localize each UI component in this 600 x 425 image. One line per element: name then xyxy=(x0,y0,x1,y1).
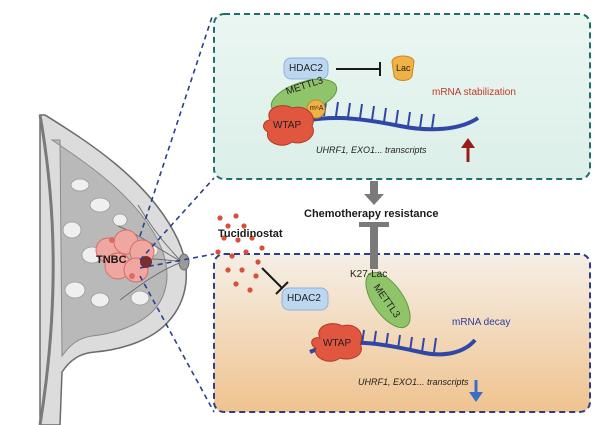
top-wtap-shape xyxy=(263,105,314,146)
chest-wall xyxy=(38,114,55,425)
top-hdac2-shape xyxy=(283,57,329,80)
k27-lac-label: K27-Lac xyxy=(350,269,388,280)
top-m6a-label: m⁶A xyxy=(310,105,324,112)
bottom-wtap-label: WTAP xyxy=(323,338,352,349)
bottom-mettl3-shape xyxy=(365,271,411,329)
down-arrow xyxy=(469,380,483,402)
top-lac-shape xyxy=(391,55,415,81)
tucidinostat-label: Tucidinostat xyxy=(218,228,283,240)
tnbc-label: TNBC xyxy=(96,254,127,266)
tnbc-tumor xyxy=(95,229,155,283)
stimulate-arrow xyxy=(364,181,384,205)
bottom-transcripts-label: UHRF1, EXO1... transcripts xyxy=(358,377,469,387)
top-hdac2-label: HDAC2 xyxy=(289,63,323,74)
bottom-hdac2-shape xyxy=(281,287,329,311)
top-inhibition-arrow xyxy=(336,62,381,76)
bottom-wtap-shape xyxy=(311,323,362,362)
zoom-lines xyxy=(139,13,215,413)
tucidinostat-dots xyxy=(215,213,265,293)
top-transcripts-label: UHRF1, EXO1... transcripts xyxy=(316,145,427,155)
inhibit-connector xyxy=(359,222,389,269)
nipple xyxy=(178,253,190,271)
up-arrow xyxy=(461,138,475,162)
mrna-stabilization-label: mRNA stabilization xyxy=(432,87,516,98)
top-wtap-label: WTAP xyxy=(273,120,302,131)
bottom-hdac2-label: HDAC2 xyxy=(287,293,321,304)
mrna-decay-label: mRNA decay xyxy=(452,317,511,328)
drug-inhibition-arrow xyxy=(261,267,289,295)
chemotherapy-resistance-label: Chemotherapy resistance xyxy=(304,208,439,220)
top-lac-label: Lac xyxy=(396,63,411,73)
